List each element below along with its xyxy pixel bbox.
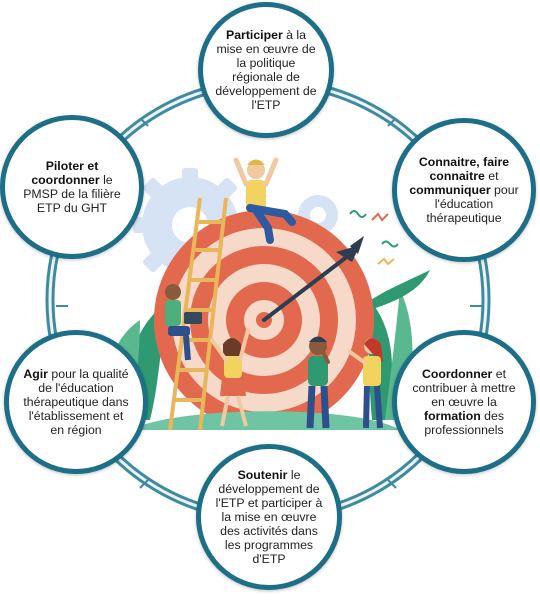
node-coordonner: Coordonner et contribuer à mettre en œuv… — [392, 330, 536, 474]
node-participer-text: Participer à la mise en œuvre de la poli… — [203, 28, 329, 112]
node-coordonner-rest: des professionnels — [424, 409, 504, 437]
person-with-laptop — [165, 284, 202, 361]
woman-cheering — [210, 328, 250, 427]
node-participer: Participer à la mise en œuvre de la poli… — [198, 2, 334, 138]
node-agir-bold: Agir — [23, 367, 48, 381]
node-piloter: Piloter et coordonner le PMSP de la fili… — [0, 115, 144, 259]
node-coordonner-bold2: formation — [424, 409, 481, 423]
node-participer-rest: à la mise en œuvre de la politique régio… — [215, 28, 317, 112]
node-connaitre: Connaitre, faire connaitre et communique… — [392, 118, 536, 262]
node-connaitre-mid: et — [484, 169, 499, 183]
node-coordonner-mid: et contribuer à mettre en œuvre la — [412, 367, 516, 409]
node-piloter-rest: le PMSP de la filière ETP du GHT — [23, 173, 121, 215]
node-connaitre-bold2: communiquer — [409, 183, 491, 197]
ground — [130, 411, 400, 430]
woman-pointing — [348, 338, 383, 429]
node-soutenir-bold: Soutenir — [237, 468, 288, 482]
person-on-target — [233, 157, 296, 244]
node-connaitre-rest: pour l'éducation thérapeutique — [426, 183, 519, 225]
ring-ticks — [56, 117, 482, 489]
arrow-icon — [262, 236, 364, 322]
node-coordonner-text: Coordonner et contribuer à mettre en œuv… — [397, 367, 531, 437]
node-participer-bold: Participer — [226, 28, 283, 42]
node-connaitre-bold: Connaitre, faire connaitre — [418, 155, 510, 183]
decorative-squiggles — [349, 210, 399, 266]
node-connaitre-text: Connaitre, faire connaitre et communique… — [397, 155, 531, 225]
man-thinking — [306, 336, 330, 429]
node-piloter-bold: Piloter et coordonner — [31, 159, 100, 187]
node-agir-rest: pour la qualité de l'éducation thérapeut… — [23, 367, 129, 437]
node-agir-text: Agir pour la qualité de l'éducation thér… — [9, 367, 143, 437]
node-soutenir-text: Soutenir le développement de l'ETP et pa… — [201, 468, 337, 566]
node-coordonner-bold: Coordonner — [421, 367, 493, 381]
node-agir: Agir pour la qualité de l'éducation thér… — [4, 330, 148, 474]
node-soutenir-rest: le développement de l'ETP et participer … — [215, 468, 323, 566]
node-soutenir: Soutenir le développement de l'ETP et pa… — [196, 444, 342, 590]
node-piloter-text: Piloter et coordonner le PMSP de la fili… — [5, 159, 139, 215]
